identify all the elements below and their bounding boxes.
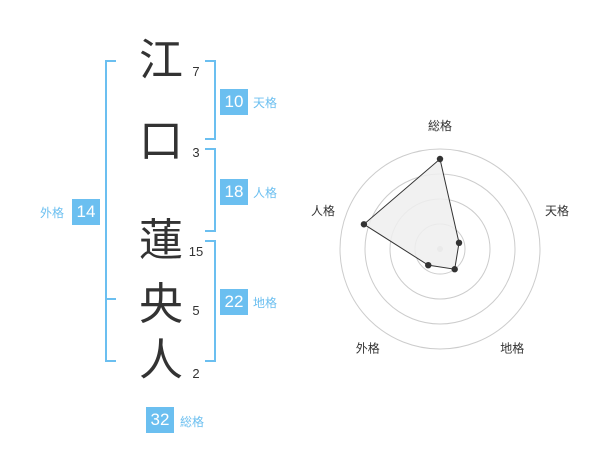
gaikaku-bracket-tick bbox=[105, 298, 116, 300]
stroke-count-2: 3 bbox=[192, 145, 200, 160]
radar-axis-label-3: 地格 bbox=[500, 341, 524, 356]
chikaku-value-box: 22 bbox=[220, 289, 248, 315]
gaikaku-value-box: 14 bbox=[72, 199, 100, 225]
name-char-1: 江 bbox=[139, 35, 183, 86]
radar-point-4 bbox=[425, 261, 432, 269]
name-char-4: 央 bbox=[139, 279, 183, 330]
stroke-count-4: 5 bbox=[192, 303, 200, 318]
radar-point-2 bbox=[455, 239, 463, 247]
tenkaku-label: 天格 bbox=[253, 96, 278, 110]
jinkaku-bracket bbox=[205, 148, 216, 232]
radar-axis-label-2: 天格 bbox=[545, 203, 569, 218]
chikaku-bracket bbox=[205, 240, 216, 362]
name-char-2: 口 bbox=[139, 116, 183, 167]
radar-polygon bbox=[363, 158, 460, 270]
soukaku-value-box: 32 bbox=[146, 407, 174, 433]
stroke-count-5: 2 bbox=[192, 366, 200, 381]
gaikaku-label: 外格 bbox=[40, 206, 65, 220]
tenkaku-bracket bbox=[205, 60, 216, 140]
stroke-count-1: 7 bbox=[192, 64, 200, 79]
radar-axis-label-5: 人格 bbox=[311, 203, 335, 218]
soukaku-label: 総格 bbox=[180, 415, 205, 429]
jinkaku-label: 人格 bbox=[253, 186, 278, 200]
tenkaku-value-box: 10 bbox=[220, 89, 248, 115]
stroke-count-3: 15 bbox=[188, 244, 204, 259]
radar-axis-label-4: 外格 bbox=[356, 341, 380, 356]
gaikaku-bracket bbox=[105, 60, 116, 362]
radar-point-5 bbox=[360, 221, 368, 228]
radar-axis-label-1: 総格 bbox=[428, 118, 452, 133]
radar-point-3 bbox=[451, 266, 458, 273]
name-char-3: 蓮 bbox=[139, 215, 183, 266]
radar-ring-4 bbox=[339, 148, 541, 350]
radar-point-1 bbox=[436, 155, 444, 163]
chikaku-label: 地格 bbox=[253, 296, 278, 310]
name-char-5: 人 bbox=[139, 335, 183, 386]
jinkaku-value-box: 18 bbox=[220, 179, 248, 205]
